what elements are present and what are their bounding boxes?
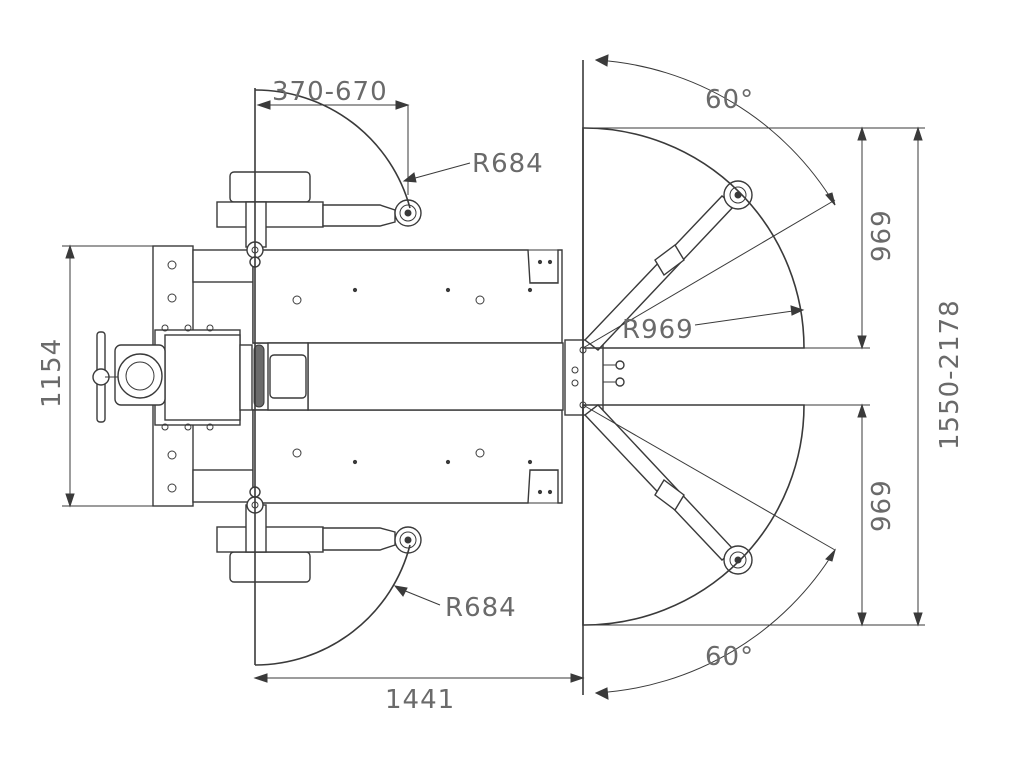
front-bottom-pad	[723, 545, 753, 575]
dim-front-radius: R969	[622, 315, 694, 345]
dim-angle-bottom: 60°	[705, 642, 754, 672]
dim-front-half-top: 969	[867, 209, 897, 262]
dim-rear-radius-top: R684	[472, 149, 544, 179]
dim-lines	[62, 54, 925, 700]
rear-bottom-pad	[394, 526, 422, 554]
rear-swing-arc-top	[254, 89, 411, 209]
dim-front-half-bottom: 969	[867, 479, 897, 532]
power-unit	[92, 324, 265, 431]
dim-front-overall: 1550-2178	[935, 299, 965, 450]
front-arm-bottom	[583, 404, 753, 575]
rear-swing-arc-bottom	[254, 544, 411, 666]
front-swing-envelope	[582, 127, 805, 626]
front-arm-mount	[564, 339, 625, 416]
dim-pad-spread: 370-670	[272, 77, 388, 107]
dim-length: 1441	[385, 685, 455, 715]
dim-rear-radius-bottom: R684	[445, 593, 517, 623]
rear-arm-bottom	[216, 486, 422, 583]
front-arm-top	[583, 180, 753, 351]
front-top-pad	[723, 180, 753, 210]
dim-angle-top: 60°	[705, 85, 754, 115]
rear-arm-top	[216, 171, 422, 268]
base-frame	[152, 245, 564, 507]
dim-width: 1154	[37, 338, 67, 408]
